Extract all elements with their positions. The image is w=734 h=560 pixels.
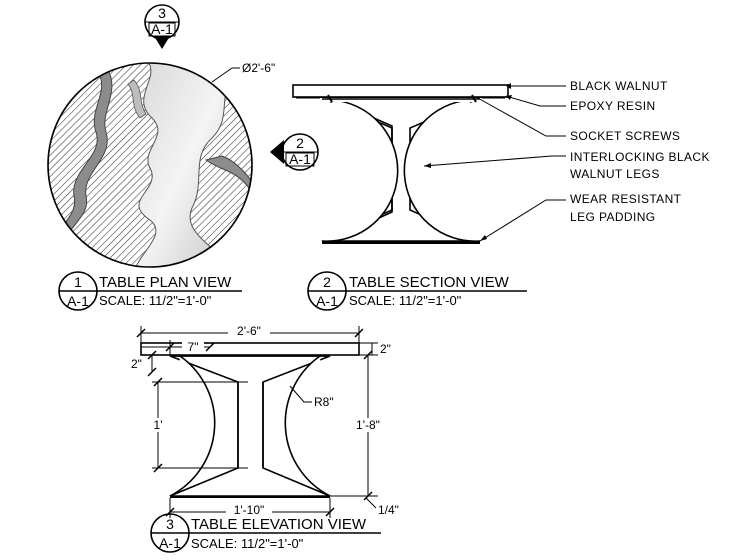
callout-sheet: A-1 xyxy=(151,21,173,37)
table-elevation-view: 2'-6" 7" 2" 2" 1' 1'-8" R8" xyxy=(131,324,399,518)
plan-view-sheet: A-1 xyxy=(67,293,89,309)
dim-base-width: 1'-10" xyxy=(234,503,265,517)
note-padding-line2: LEG PADDING xyxy=(570,210,656,224)
title-block-section: 2 A-1 TABLE SECTION VIEW SCALE: 11/2"=1'… xyxy=(307,271,527,311)
plan-view-number: 1 xyxy=(74,274,82,290)
callout-elevation-top[interactable]: 3 A-1 xyxy=(144,4,180,49)
elevation-leg-padding xyxy=(170,496,330,498)
elevation-view-title: TABLE ELEVATION VIEW xyxy=(191,516,367,533)
title-block-elevation: 3 A-1 TABLE ELEVATION VIEW SCALE: 11/2"=… xyxy=(150,513,381,553)
note-black-walnut: BLACK WALNUT xyxy=(570,79,668,93)
dim-cutout-height: 1' xyxy=(154,418,163,432)
dim-top-thickness-right: 2" xyxy=(380,342,391,356)
section-view-scale: SCALE: 11/2"=1'-0" xyxy=(349,293,462,308)
section-view-title: TABLE SECTION VIEW xyxy=(349,274,510,291)
elevation-view-sheet: A-1 xyxy=(159,535,181,551)
note-legs-line2: WALNUT LEGS xyxy=(570,167,660,181)
plan-view-title: TABLE PLAN VIEW xyxy=(99,274,232,291)
epoxy-river-main xyxy=(134,63,237,267)
dim-top-offset: 7" xyxy=(188,340,199,354)
dim-pad: 1/4" xyxy=(378,503,399,517)
section-view-number: 2 xyxy=(323,274,331,290)
plan-diameter-label: Ø2'-6" xyxy=(242,61,275,75)
section-tabletop xyxy=(292,84,509,98)
callout-number: 2 xyxy=(296,135,304,151)
callout-arrow-icon xyxy=(270,140,284,164)
callout-section-side[interactable]: 2 A-1 xyxy=(270,133,319,171)
note-epoxy-resin: EPOXY RESIN xyxy=(570,99,656,113)
elevation-view-scale: SCALE: 11/2"=1'-0" xyxy=(191,536,304,551)
note-padding-line1: WEAR RESISTANT xyxy=(570,192,682,206)
dim-radius: R8" xyxy=(314,395,334,409)
section-leg-padding xyxy=(322,241,480,244)
dim-top-thickness-left: 2" xyxy=(131,357,142,371)
callout-number: 3 xyxy=(158,5,166,21)
callout-sheet: A-1 xyxy=(289,151,311,167)
title-block-plan: 1 A-1 TABLE PLAN VIEW SCALE: 11/2"=1'-0" xyxy=(58,271,242,311)
table-plan-view: Ø2'-6" xyxy=(47,61,275,268)
dim-overall-height: 1'-8" xyxy=(356,418,380,432)
note-legs-line1: INTERLOCKING BLACK xyxy=(570,150,710,164)
epoxy-river-right xyxy=(204,155,252,204)
dim-overall-width: 2'-6" xyxy=(237,324,261,338)
plan-view-scale: SCALE: 11/2"=1'-0" xyxy=(99,293,212,308)
section-view-sheet: A-1 xyxy=(316,293,338,309)
elevation-view-number: 3 xyxy=(166,516,174,532)
note-socket-screws: SOCKET SCREWS xyxy=(570,129,680,143)
table-section-view: BLACK WALNUT EPOXY RESIN SOCKET SCREWS I… xyxy=(292,79,710,244)
elevation-tabletop xyxy=(140,342,360,356)
